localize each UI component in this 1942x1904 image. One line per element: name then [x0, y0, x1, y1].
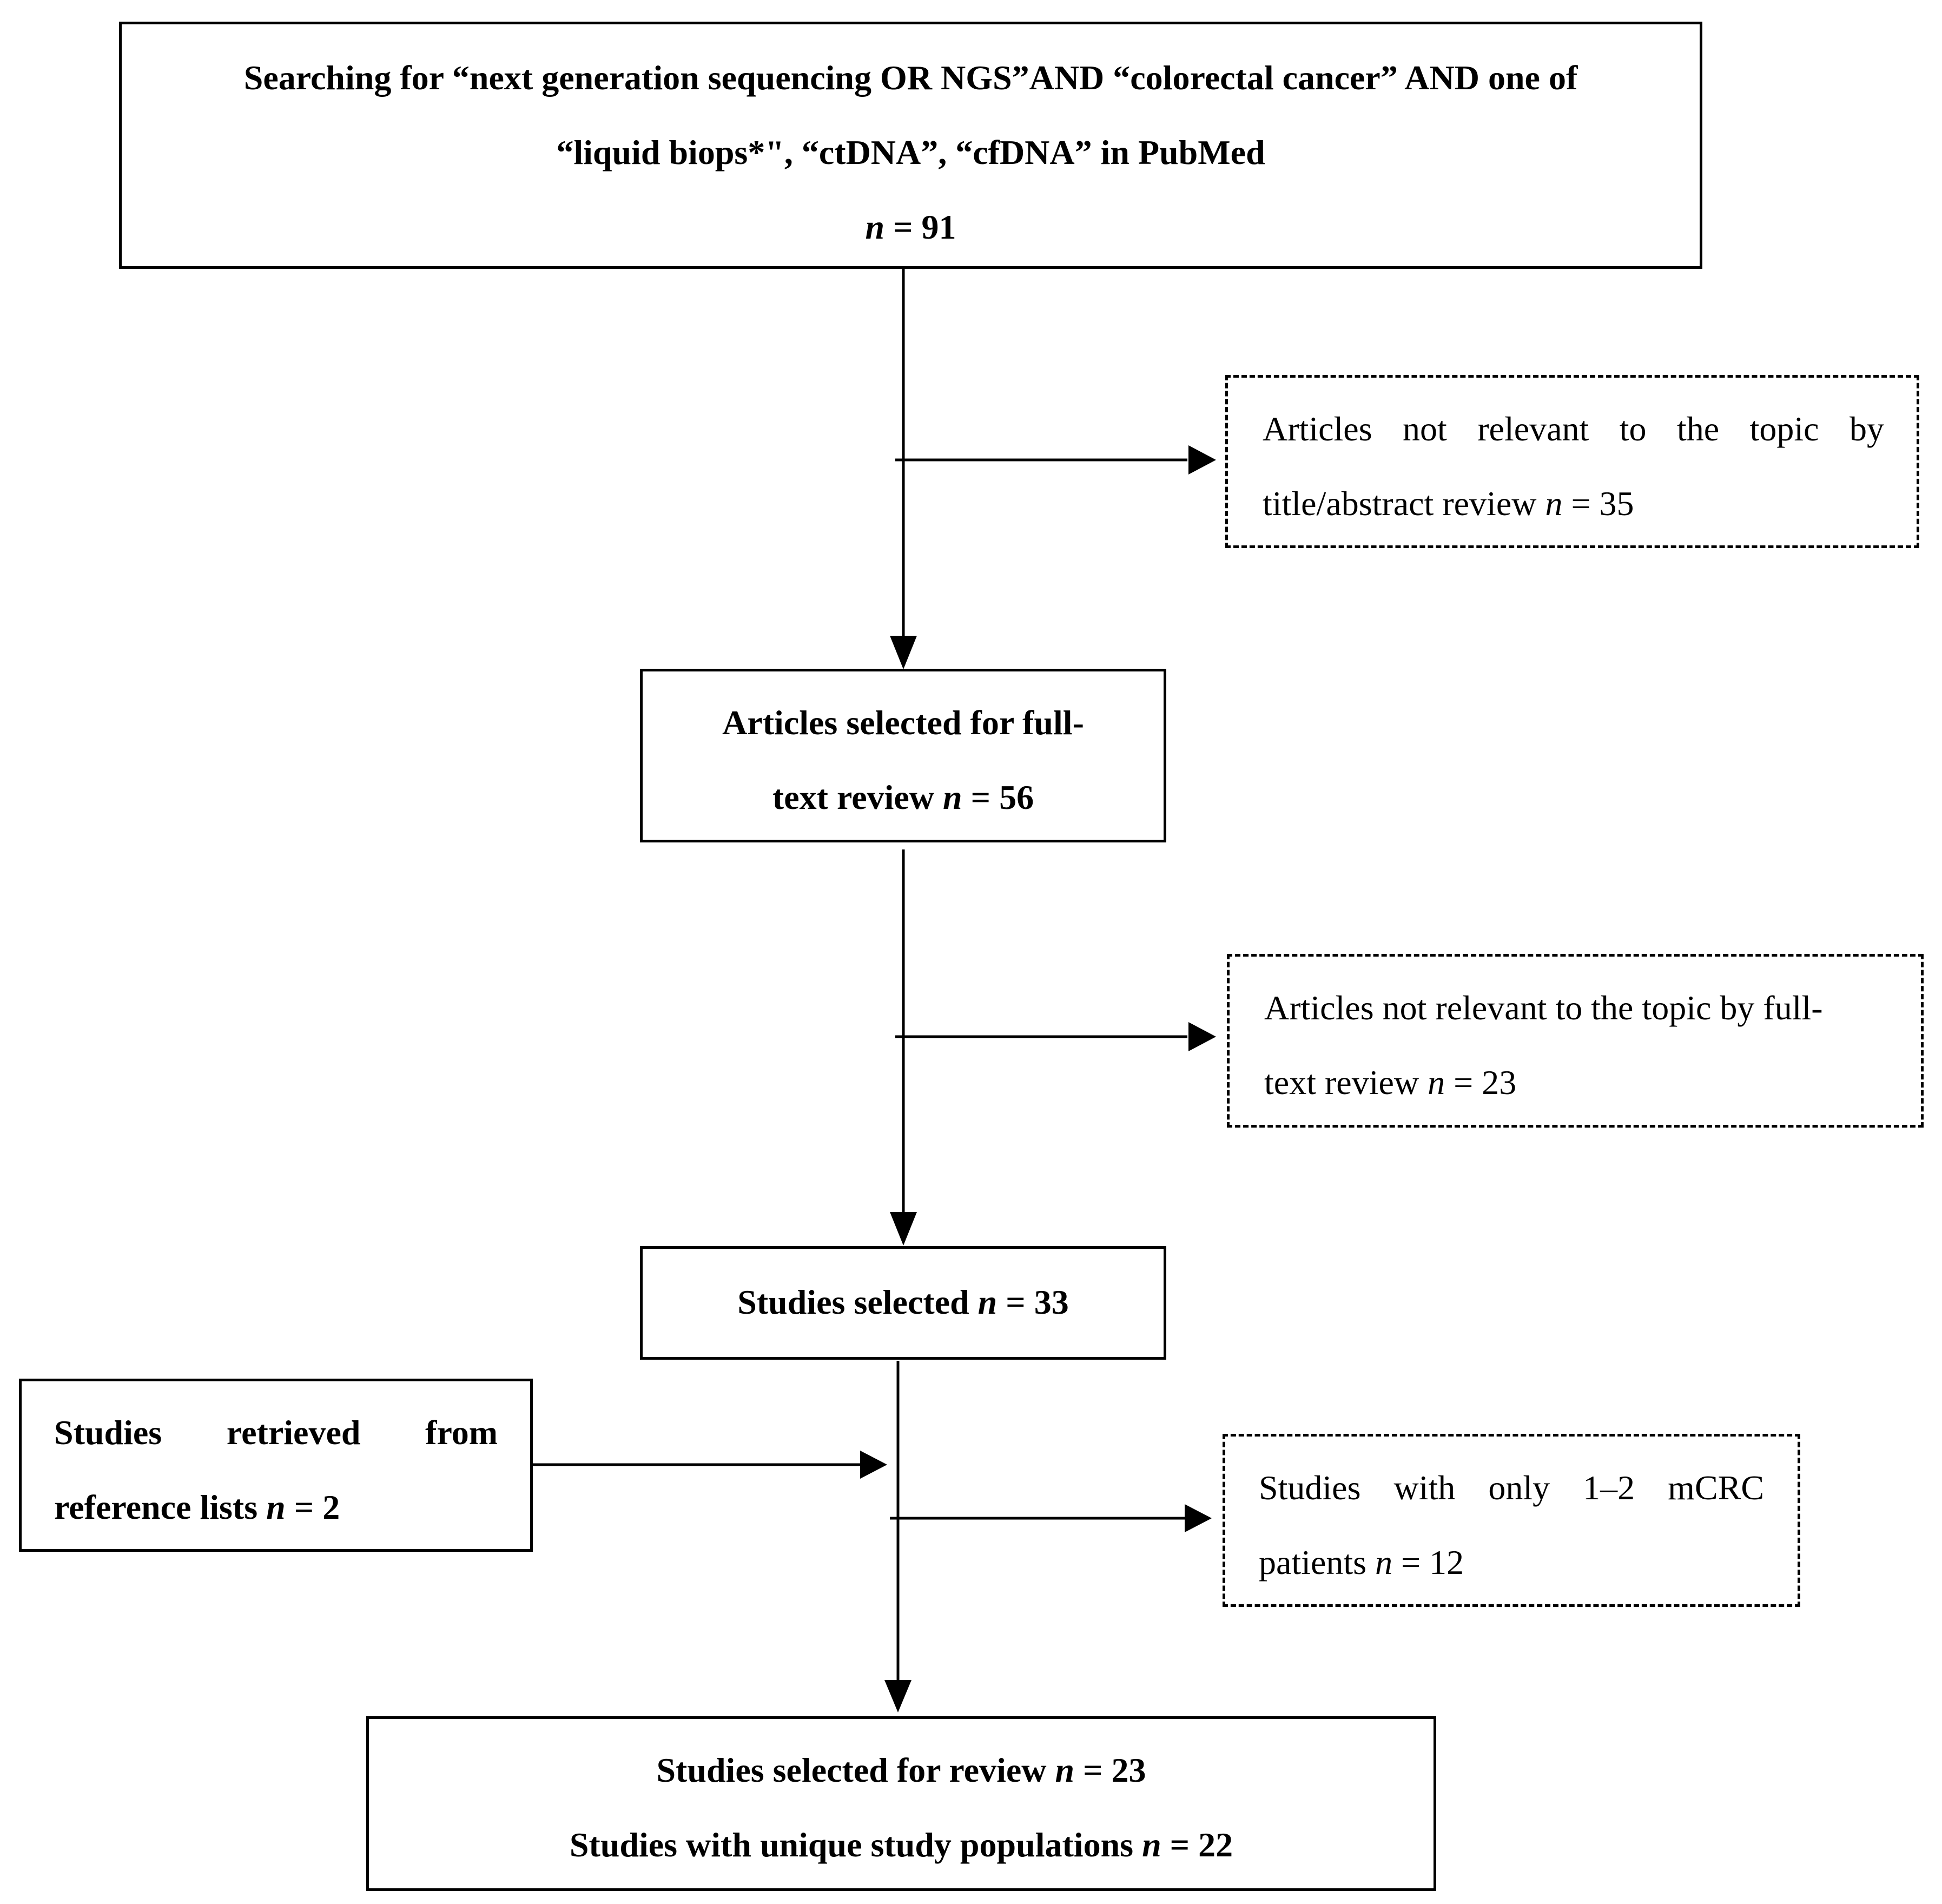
n-value: = 91	[893, 208, 956, 246]
full-text-line-2: text review n = 56	[643, 778, 1164, 818]
full-text-review-box: Articles selected for full- text review …	[640, 669, 1166, 842]
search-line-1: Searching for “next generation sequencin…	[243, 58, 1578, 97]
line-text: Studies selected for review	[656, 1751, 1047, 1789]
line-text: text review	[772, 778, 935, 816]
n-label: n	[1428, 1063, 1445, 1102]
excluded-full-text-box: Articles not relevant to the topic by fu…	[1227, 954, 1924, 1128]
final-line-1: Studies selected for review n = 23	[369, 1750, 1434, 1790]
excluded-patients-line-2: patients n = 12	[1259, 1543, 1464, 1583]
arrowhead-3	[890, 1212, 917, 1246]
n-value: = 23	[1454, 1063, 1517, 1102]
search-box: Searching for “next generation sequencin…	[119, 22, 1702, 269]
line-text: Studies with unique study populations	[569, 1826, 1134, 1864]
full-text-line-1: Articles selected for full-	[722, 703, 1084, 742]
line-text: reference lists	[54, 1488, 258, 1526]
studies-selected-box: Studies selected n = 33	[640, 1246, 1166, 1360]
excluded-title-line-2: title/abstract review n = 35	[1263, 484, 1634, 524]
n-value: = 56	[970, 778, 1034, 816]
n-value: = 12	[1401, 1543, 1464, 1582]
excluded-full-line-2: text review n = 23	[1264, 1063, 1516, 1103]
n-label: n	[977, 1283, 998, 1321]
excluded-title-abstract-box: Articles not relevant to the topic by ti…	[1225, 375, 1919, 548]
n-label: n	[1142, 1826, 1161, 1864]
arrowhead-4	[1188, 1022, 1216, 1051]
n-value: = 2	[294, 1488, 340, 1526]
n-label: n	[1375, 1543, 1393, 1582]
n-value: = 22	[1170, 1826, 1233, 1864]
line-text: text review	[1264, 1063, 1419, 1102]
n-value: = 33	[1006, 1283, 1069, 1321]
arrowhead-6	[860, 1451, 887, 1479]
arrowhead-1	[890, 636, 917, 669]
arrowhead-7	[1185, 1504, 1212, 1532]
n-label: n	[266, 1488, 286, 1526]
n-label: n	[865, 208, 885, 246]
final-review-box: Studies selected for review n = 23 Studi…	[366, 1716, 1436, 1891]
studies-selected-text: Studies selected n = 33	[643, 1282, 1164, 1322]
excluded-patients-line-1: Studies with only 1–2 mCRC	[1259, 1468, 1764, 1507]
line-text: patients	[1259, 1543, 1367, 1582]
excluded-title-line-1: Articles not relevant to the topic by	[1263, 410, 1884, 448]
search-line-2: “liquid biops*", “ctDNA”, “cfDNA” in Pub…	[556, 133, 1265, 172]
excluded-full-line-1: Articles not relevant to the topic by fu…	[1264, 989, 1823, 1027]
n-label: n	[1055, 1751, 1075, 1789]
n-value: = 35	[1571, 484, 1634, 523]
search-count: n = 91	[122, 207, 1700, 247]
n-label: n	[1545, 484, 1563, 523]
line-text: Studies selected	[737, 1283, 969, 1321]
arrowhead-5	[884, 1680, 911, 1712]
reference-lists-box: Studies retrieved from reference lists n…	[19, 1379, 533, 1552]
n-value: = 23	[1083, 1751, 1146, 1789]
reference-line-2: reference lists n = 2	[54, 1487, 340, 1527]
final-line-2: Studies with unique study populations n …	[369, 1825, 1434, 1865]
excluded-few-patients-box: Studies with only 1–2 mCRC patients n = …	[1223, 1434, 1800, 1607]
reference-line-1: Studies retrieved from	[54, 1413, 498, 1452]
arrowhead-2	[1188, 445, 1216, 475]
n-label: n	[943, 778, 962, 816]
line-text: title/abstract review	[1263, 484, 1537, 523]
